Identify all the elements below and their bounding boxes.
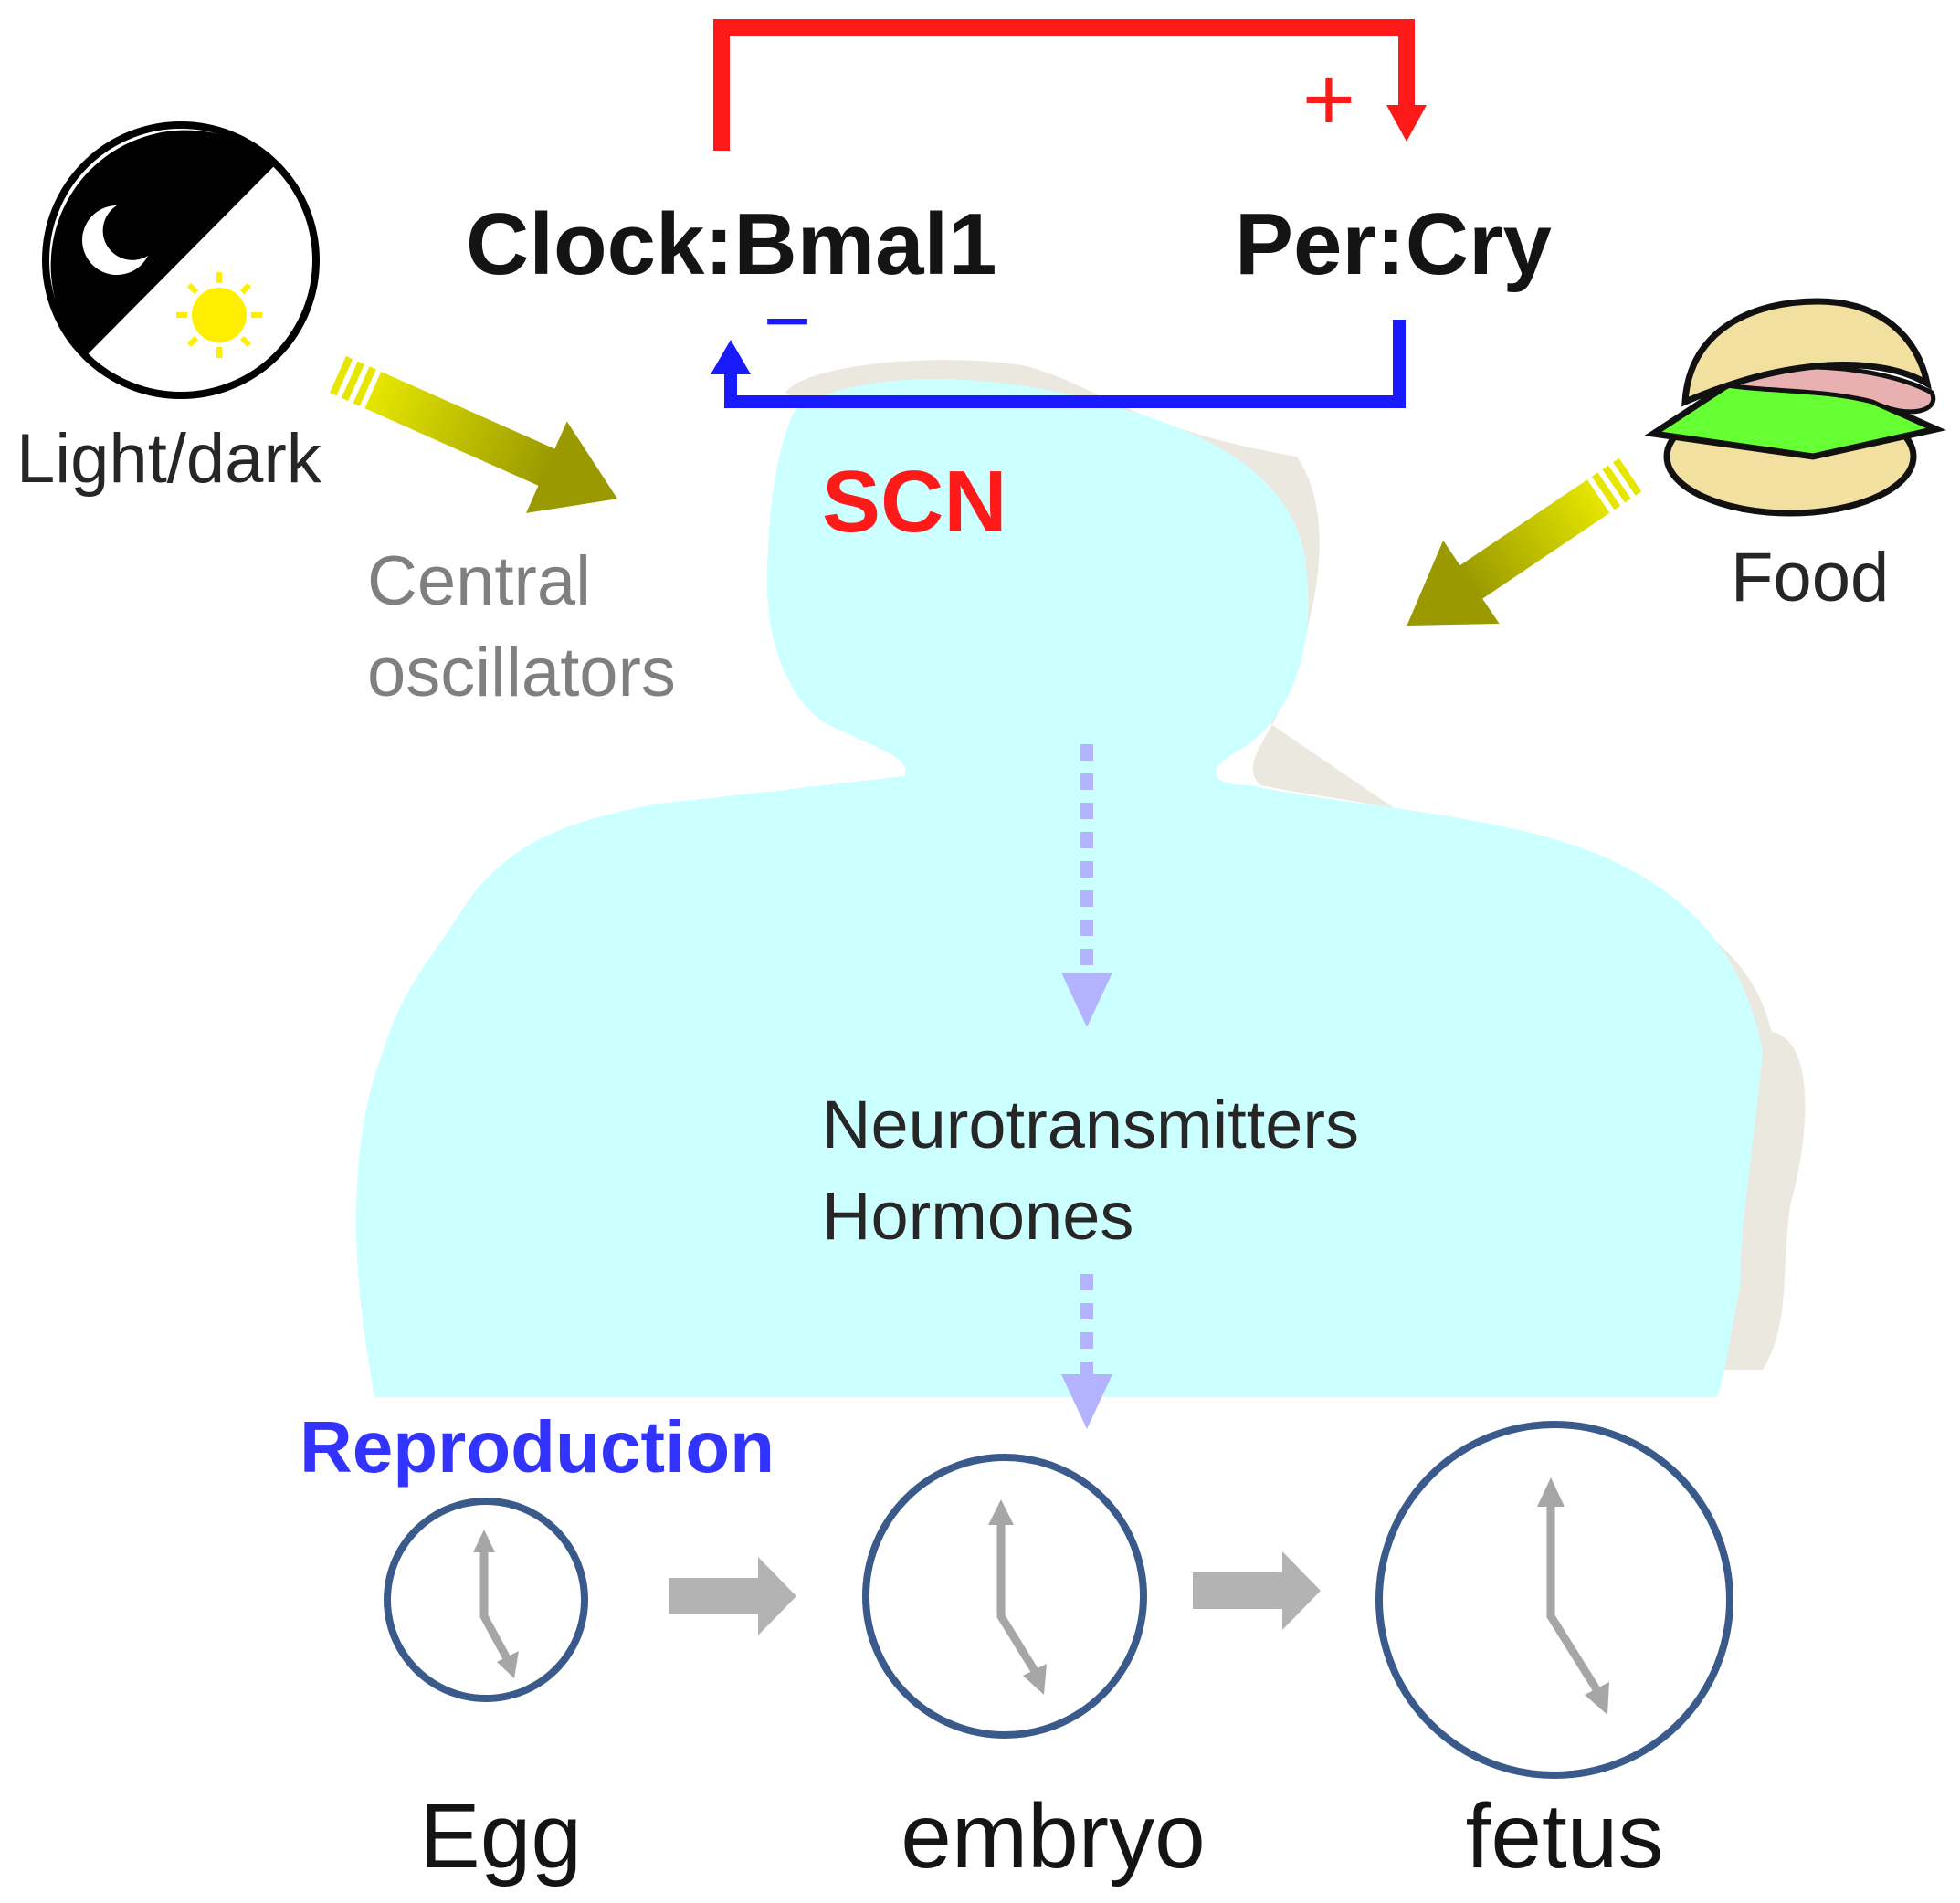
food-input-arrow: [1407, 457, 1642, 626]
hormones-label: Hormones: [822, 1178, 1133, 1254]
light-input-arrow: [330, 355, 618, 513]
fetus-clock: [1375, 1421, 1733, 1779]
light-dark-icon: [42, 121, 320, 399]
embryo-clock: [862, 1454, 1147, 1739]
repression-loop: [711, 320, 1406, 408]
activation-loop: [713, 19, 1427, 151]
minus-sign: −: [764, 276, 812, 367]
activation-arrowhead: [1386, 105, 1427, 142]
per-cry-label: Per:Cry: [1235, 195, 1552, 293]
egg-clock: [384, 1498, 588, 1702]
central-oscillators-label-2: oscillators: [367, 634, 676, 711]
embryo-label: embryo: [901, 1785, 1205, 1887]
hormone-output-dotted-arrow: [1061, 1274, 1112, 1429]
scn-output-dotted-arrow: [1061, 744, 1112, 1027]
body-fill: [356, 379, 1763, 1397]
sandwich-icon: [1644, 298, 1947, 517]
light-dark-label: Light/dark: [16, 420, 322, 498]
reproduction-label: Reproduction: [300, 1406, 775, 1488]
human-silhouette: [356, 360, 1806, 1397]
moon-icon: [82, 205, 148, 276]
sun-icon: [176, 272, 262, 358]
stage-arrow-1: [669, 1557, 796, 1635]
egg-label: Egg: [419, 1785, 582, 1887]
plus-sign: +: [1302, 48, 1355, 151]
clock-icon: [384, 1498, 588, 1702]
stage-arrow-2: [1193, 1551, 1321, 1630]
scn-label: SCN: [822, 453, 1007, 551]
clock-icon: [862, 1454, 1147, 1739]
central-oscillators-label-1: Central: [367, 542, 591, 620]
repression-arrowhead: [711, 340, 751, 374]
fetus-label: fetus: [1466, 1785, 1664, 1887]
food-label: Food: [1731, 539, 1889, 616]
clock-bmal1-label: Clock:Bmal1: [466, 195, 997, 293]
clock-icon: [1375, 1421, 1733, 1779]
neurotransmitters-label: Neurotransmitters: [822, 1087, 1359, 1162]
